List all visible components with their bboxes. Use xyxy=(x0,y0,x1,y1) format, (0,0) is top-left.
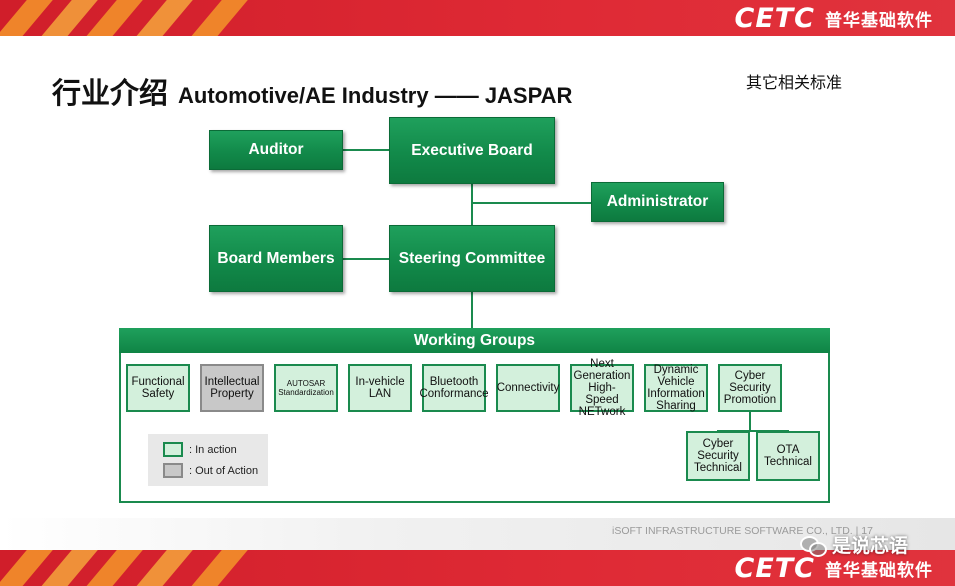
bottom-banner: CETC 普华基础软件 xyxy=(0,550,955,586)
footer-company: iSOFT INFRASTRUCTURE SOFTWARE CO., LTD. … xyxy=(612,525,873,537)
page-title: 行业介绍 Automotive/AE Industry —— JASPAR xyxy=(52,70,572,112)
brand-logo: CETC 普华基础软件 xyxy=(734,2,934,34)
group-bluetooth: Bluetooth Conformance xyxy=(419,364,489,412)
group-connectivity: Connectivity xyxy=(496,364,560,412)
group-autosar: AUTOSAR Standardization xyxy=(274,364,338,412)
auditor-box: Auditor xyxy=(209,130,343,170)
connector-exec-steering xyxy=(471,183,473,225)
board-members-box: Board Members xyxy=(209,225,343,292)
group-cyber-security-promotion: Cyber Security Promotion xyxy=(718,364,782,412)
subgroup-ota-technical: OTA Technical xyxy=(756,431,820,481)
connector-cyber-branch xyxy=(717,430,789,432)
connector-steering-wg xyxy=(471,292,473,329)
legend-swatch-out-of-action xyxy=(163,463,183,478)
top-banner: CETC 普华基础软件 xyxy=(0,0,955,36)
legend-out-of-action: : Out of Action xyxy=(163,463,258,478)
legend-in-action: : In action xyxy=(163,442,237,457)
wechat-icon xyxy=(800,534,827,557)
steering-committee-box: Steering Committee xyxy=(389,225,555,292)
cetc-logo-bottom: CETC xyxy=(734,552,815,584)
connector-board-steering xyxy=(342,258,390,260)
group-intellectual-property: Intellectual Property xyxy=(200,364,264,412)
brand-logo-bottom: CETC 普华基础软件 xyxy=(734,552,934,584)
side-note: 其它相关标准 xyxy=(746,73,843,92)
group-functional-safety: Functional Safety xyxy=(126,364,190,412)
connector-auditor-exec xyxy=(342,149,390,151)
watermark-text: 是说芯语 xyxy=(832,535,909,557)
group-next-generation: Next Generation High-Speed NETwork xyxy=(570,358,634,418)
working-groups-header: Working Groups xyxy=(119,328,830,353)
subgroup-cyber-security-technical: Cyber Security Technical xyxy=(686,431,750,481)
administrator-box: Administrator xyxy=(591,182,724,222)
watermark: 是说芯语 xyxy=(800,531,908,558)
cetc-logo: CETC xyxy=(734,2,815,34)
legend-label-out-of-action: : Out of Action xyxy=(189,464,259,477)
company-name-bottom: 普华基础软件 xyxy=(825,560,933,581)
legend: : In action : Out of Action xyxy=(148,434,268,486)
group-dynamic-vehicle: Dynamic Vehicle Information Sharing xyxy=(644,364,708,412)
title-english: Automotive/AE Industry —— JASPAR xyxy=(178,83,573,108)
footer-band xyxy=(0,518,955,550)
connector-admin xyxy=(471,202,592,204)
connector-cyber-down xyxy=(749,412,751,432)
legend-label-in-action: : In action xyxy=(189,443,237,456)
legend-swatch-in-action xyxy=(163,442,183,457)
company-name: 普华基础软件 xyxy=(825,10,933,31)
group-in-vehicle-lan: In-vehicle LAN xyxy=(348,364,412,412)
executive-board-box: Executive Board xyxy=(389,117,555,184)
title-chinese: 行业介绍 xyxy=(52,76,169,110)
